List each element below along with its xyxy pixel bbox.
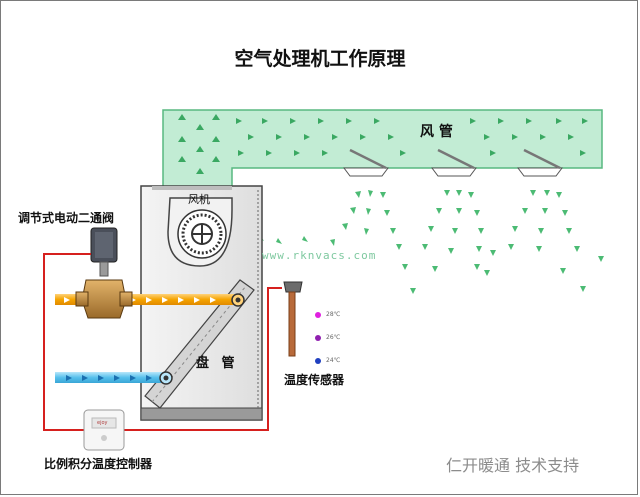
- two-way-valve: [75, 227, 133, 319]
- unit-top-panel: [152, 186, 232, 190]
- controller-label: 比例积分温度控制器: [44, 457, 153, 471]
- hot-water-pipe: [55, 293, 245, 307]
- temperature-level-24: 24℃: [326, 357, 341, 364]
- temperature-sensor: [283, 281, 303, 357]
- temperature-level-26: 26℃: [326, 334, 341, 341]
- website-watermark: www.rknvacs.com: [262, 249, 377, 262]
- temperature-level-dots: [315, 312, 321, 364]
- diagram-title: 空气处理机工作原理: [234, 48, 406, 70]
- coil-label: 盘 管: [196, 356, 239, 371]
- outlet-airflow-arrows: [258, 190, 604, 294]
- valve-label: 调节式电动二通阀: [18, 211, 115, 225]
- cold-water-pipe: [55, 371, 173, 385]
- temperature-controller: [83, 409, 125, 451]
- duct-label: 风 管: [420, 124, 453, 140]
- fan-label: 风机: [188, 193, 210, 206]
- controller-brand-logo: ejoy: [97, 420, 108, 426]
- fan-assembly: [167, 197, 233, 267]
- sensor-label: 温度传感器: [284, 373, 345, 387]
- air-diffusers: [343, 167, 563, 177]
- duct-airflow-arrows: [178, 114, 588, 174]
- temperature-level-28: 28℃: [326, 311, 341, 318]
- control-wiring: [43, 253, 282, 431]
- technical-support-credit: 仁开暖通 技术支持: [446, 456, 580, 475]
- unit-base-drain: [140, 407, 263, 421]
- diffuser-dampers: [349, 148, 561, 170]
